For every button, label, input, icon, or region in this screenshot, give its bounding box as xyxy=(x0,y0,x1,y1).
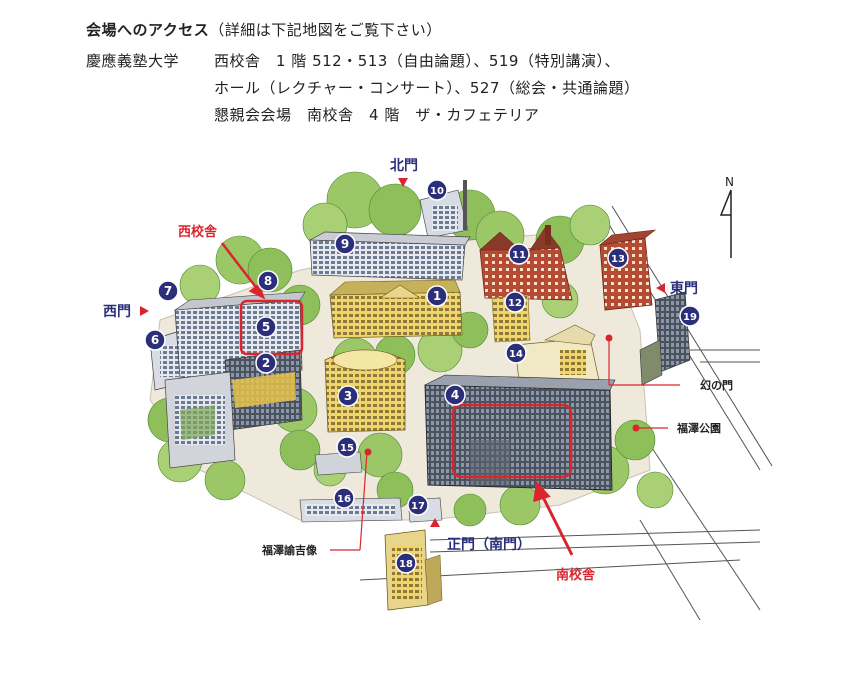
east-gate-label: 東門 xyxy=(670,280,698,297)
west-gate-marker xyxy=(140,306,149,316)
building-badge-number: 13 xyxy=(611,254,625,265)
building-badge-9[interactable]: 9 xyxy=(334,233,356,255)
building-badge-number: 2 xyxy=(262,356,270,370)
access-heading: 会場へのアクセス（詳細は下記地図をご覧下さい） xyxy=(86,20,442,40)
building-badge-number: 11 xyxy=(512,250,526,261)
south-building-arrow xyxy=(533,480,574,556)
building-3 xyxy=(324,349,406,433)
fukuzawa-statue-label: 福澤諭吉像 xyxy=(261,543,318,557)
building-badge-5[interactable]: 5 xyxy=(255,316,277,338)
building-badge-16[interactable]: 16 xyxy=(333,487,355,509)
building-badge-number: 9 xyxy=(341,237,349,251)
building-badge-1[interactable]: 1 xyxy=(426,285,448,307)
north-gate-marker xyxy=(398,178,408,187)
building-badge-11[interactable]: 11 xyxy=(508,243,530,265)
building-badge-6[interactable]: 6 xyxy=(144,329,166,351)
phantom-gate-label: 幻の門 xyxy=(700,378,733,392)
access-title: 会場へのアクセス xyxy=(86,21,210,39)
venue-line-1: 西校舎 1 階 512・513（自由論題）、519（特別講演）、 xyxy=(214,52,620,70)
building-badge-2[interactable]: 2 xyxy=(255,352,277,374)
building-13 xyxy=(598,229,657,311)
building-16 xyxy=(299,497,403,523)
fukuzawa-park-label: 福澤公園 xyxy=(676,421,721,435)
building-badge-7[interactable]: 7 xyxy=(157,280,179,302)
building-badge-number: 12 xyxy=(508,298,522,309)
building-badge-number: 7 xyxy=(164,284,172,298)
building-badge-number: 18 xyxy=(399,559,413,570)
west-gate-label: 西門 xyxy=(103,304,131,320)
university-name: 慶應義塾大学 xyxy=(86,52,180,70)
building-badge-number: 19 xyxy=(683,312,697,323)
building-19 xyxy=(639,291,691,386)
building-badge-3[interactable]: 3 xyxy=(337,385,359,407)
building-badge-number: 5 xyxy=(262,320,270,334)
building-badge-13[interactable]: 13 xyxy=(607,247,629,269)
east-gate-marker xyxy=(656,283,665,293)
building-badge-12[interactable]: 12 xyxy=(504,291,526,313)
north-compass: N xyxy=(719,175,734,258)
building-badge-19[interactable]: 19 xyxy=(679,305,701,327)
west-building-label: 西校舎 xyxy=(178,224,218,240)
north-gate-label: 北門 xyxy=(390,158,418,174)
landmark-pointers xyxy=(330,340,680,551)
building-badge-number: 1 xyxy=(433,289,441,303)
access-note: （詳細は下記地図をご覧下さい） xyxy=(209,21,442,39)
building-badge-10[interactable]: 10 xyxy=(426,179,448,201)
building-badge-14[interactable]: 14 xyxy=(505,342,527,364)
building-west-lower xyxy=(164,371,236,469)
building-badge-4[interactable]: 4 xyxy=(444,384,466,406)
building-10 xyxy=(419,180,469,239)
main-gate-marker xyxy=(430,518,440,527)
building-18 xyxy=(384,529,443,611)
building-badge-number: 15 xyxy=(340,443,354,454)
building-badge-number: 8 xyxy=(264,274,272,288)
building-badge-8[interactable]: 8 xyxy=(257,270,279,292)
building-badge-number: 14 xyxy=(509,349,523,360)
building-11 xyxy=(479,225,573,301)
building-badge-number: 16 xyxy=(337,494,351,505)
building-badge-15[interactable]: 15 xyxy=(336,436,358,458)
building-badge-number: 10 xyxy=(430,186,444,197)
building-badge-17[interactable]: 17 xyxy=(407,494,429,516)
south-building-highlight[interactable] xyxy=(451,403,573,479)
building-15 xyxy=(314,451,363,476)
building-badge-number: 17 xyxy=(411,501,425,512)
building-1 xyxy=(329,279,463,339)
compass-label: N xyxy=(725,175,734,189)
building-badge-number: 3 xyxy=(344,389,352,403)
building-9 xyxy=(308,231,471,281)
south-building-label: 南校舎 xyxy=(556,567,596,583)
building-badge-number: 6 xyxy=(151,333,159,347)
fukuzawa-park-dot xyxy=(632,424,640,432)
venue-line-3: 懇親会会場 南校舎 4 階 ザ・カフェテリア xyxy=(214,106,540,124)
building-badge-number: 4 xyxy=(451,388,459,402)
main-gate-label: 正門（南門） xyxy=(447,536,531,553)
venue-line-2: ホール（レクチャー・コンサート）、527（総会・共通論題） xyxy=(214,79,640,97)
phantom-gate-dot xyxy=(605,334,613,342)
building-badge-18[interactable]: 18 xyxy=(395,552,417,574)
fukuzawa-statue-dot xyxy=(364,448,372,456)
